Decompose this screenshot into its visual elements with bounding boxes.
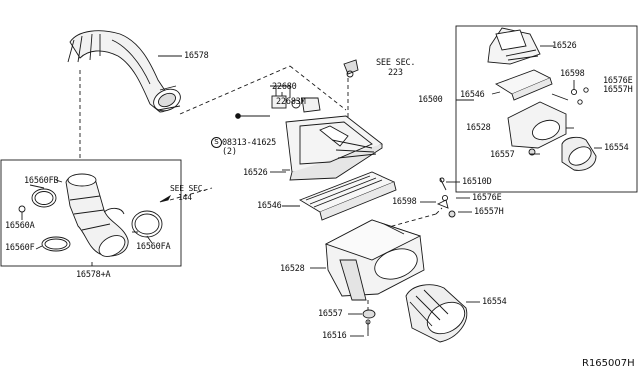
label-16576E-main: 16576E xyxy=(472,193,502,203)
label-16554-main: 16554 xyxy=(482,297,507,307)
inset-hardware xyxy=(528,80,589,156)
label-16516: 16516 xyxy=(322,331,347,341)
arrow-see-sec-144 xyxy=(159,194,172,203)
label-see-sec-223-line2: 223 xyxy=(388,68,403,78)
label-16560FB: 16560FB xyxy=(24,176,59,186)
label-see-sec-223-line1: SEE SEC. xyxy=(376,58,416,68)
intake-duct-16578 xyxy=(67,30,181,113)
label-16528-inset: 16528 xyxy=(466,123,491,133)
label-08313-41625: 08313-41625 xyxy=(222,138,277,148)
label-16500: 16500 xyxy=(418,95,443,105)
outlet-duct-16554 xyxy=(405,284,468,343)
inset-upper-16526 xyxy=(487,27,541,65)
label-16598-main: 16598 xyxy=(392,197,417,207)
bracket-see-sec-223 xyxy=(343,59,359,78)
clamp-16560FA xyxy=(131,210,163,244)
label-16546-main: 16546 xyxy=(257,201,282,211)
label-16526-inset: 16526 xyxy=(552,41,577,51)
label-16557-main: 16557 xyxy=(318,309,343,319)
inset-duct-16554 xyxy=(561,136,597,171)
label-22683M: 22683M xyxy=(276,97,306,107)
screw-16560A xyxy=(18,205,26,220)
inset-lower-16528 xyxy=(507,101,567,149)
clamp-16560FB xyxy=(29,184,57,208)
label-see-sec-144-line2: 144 xyxy=(178,193,192,202)
air-cleaner-lower-16528 xyxy=(324,219,425,301)
label-16528-main: 16528 xyxy=(280,264,305,274)
label-16560FA: 16560FA xyxy=(136,242,171,252)
inset-filter-16546 xyxy=(494,69,553,101)
label-16578A: 16578+A xyxy=(76,270,111,280)
filter-element-16546 xyxy=(298,171,397,221)
subassembly-box xyxy=(0,159,182,267)
label-16510D: 16510D xyxy=(462,177,492,187)
label-bolt-qty: (2) xyxy=(222,147,237,157)
sensor-22680 xyxy=(270,85,321,113)
clamp-16560F xyxy=(35,236,71,252)
label-22680: 22680 xyxy=(272,82,297,92)
duct-elbow-16578A xyxy=(65,173,129,257)
label-16557H-inset: 16557H xyxy=(603,85,633,95)
label-see-sec-144-line1: SEE SEC. xyxy=(170,184,207,193)
label-16560A: 16560A xyxy=(5,221,35,231)
bolt-symbol-circle: S xyxy=(211,137,222,148)
bolt-08313 xyxy=(235,113,270,119)
air-cleaner-upper-16526 xyxy=(282,115,383,181)
grommet-16557-main xyxy=(362,309,376,319)
main-leaders xyxy=(55,55,480,337)
label-16598-inset: 16598 xyxy=(560,69,585,79)
bolt-16516 xyxy=(365,319,371,336)
label-16546-inset: 16546 xyxy=(460,90,485,100)
inset-leaders xyxy=(456,45,602,155)
label-16576E-inset: 16576E xyxy=(603,76,633,86)
diagram-reference-code: R165007H xyxy=(582,358,635,369)
hardware-16510D xyxy=(436,177,456,218)
label-16557H-main: 16557H xyxy=(474,207,504,217)
label-16557-inset: 16557 xyxy=(490,150,515,160)
label-16526-main: 16526 xyxy=(243,168,268,178)
assembly-inset-box xyxy=(455,25,638,193)
label-16560F: 16560F xyxy=(5,243,35,253)
label-16554-inset: 16554 xyxy=(604,143,629,153)
dashed-leaders xyxy=(79,65,443,330)
label-16578: 16578 xyxy=(184,51,209,61)
